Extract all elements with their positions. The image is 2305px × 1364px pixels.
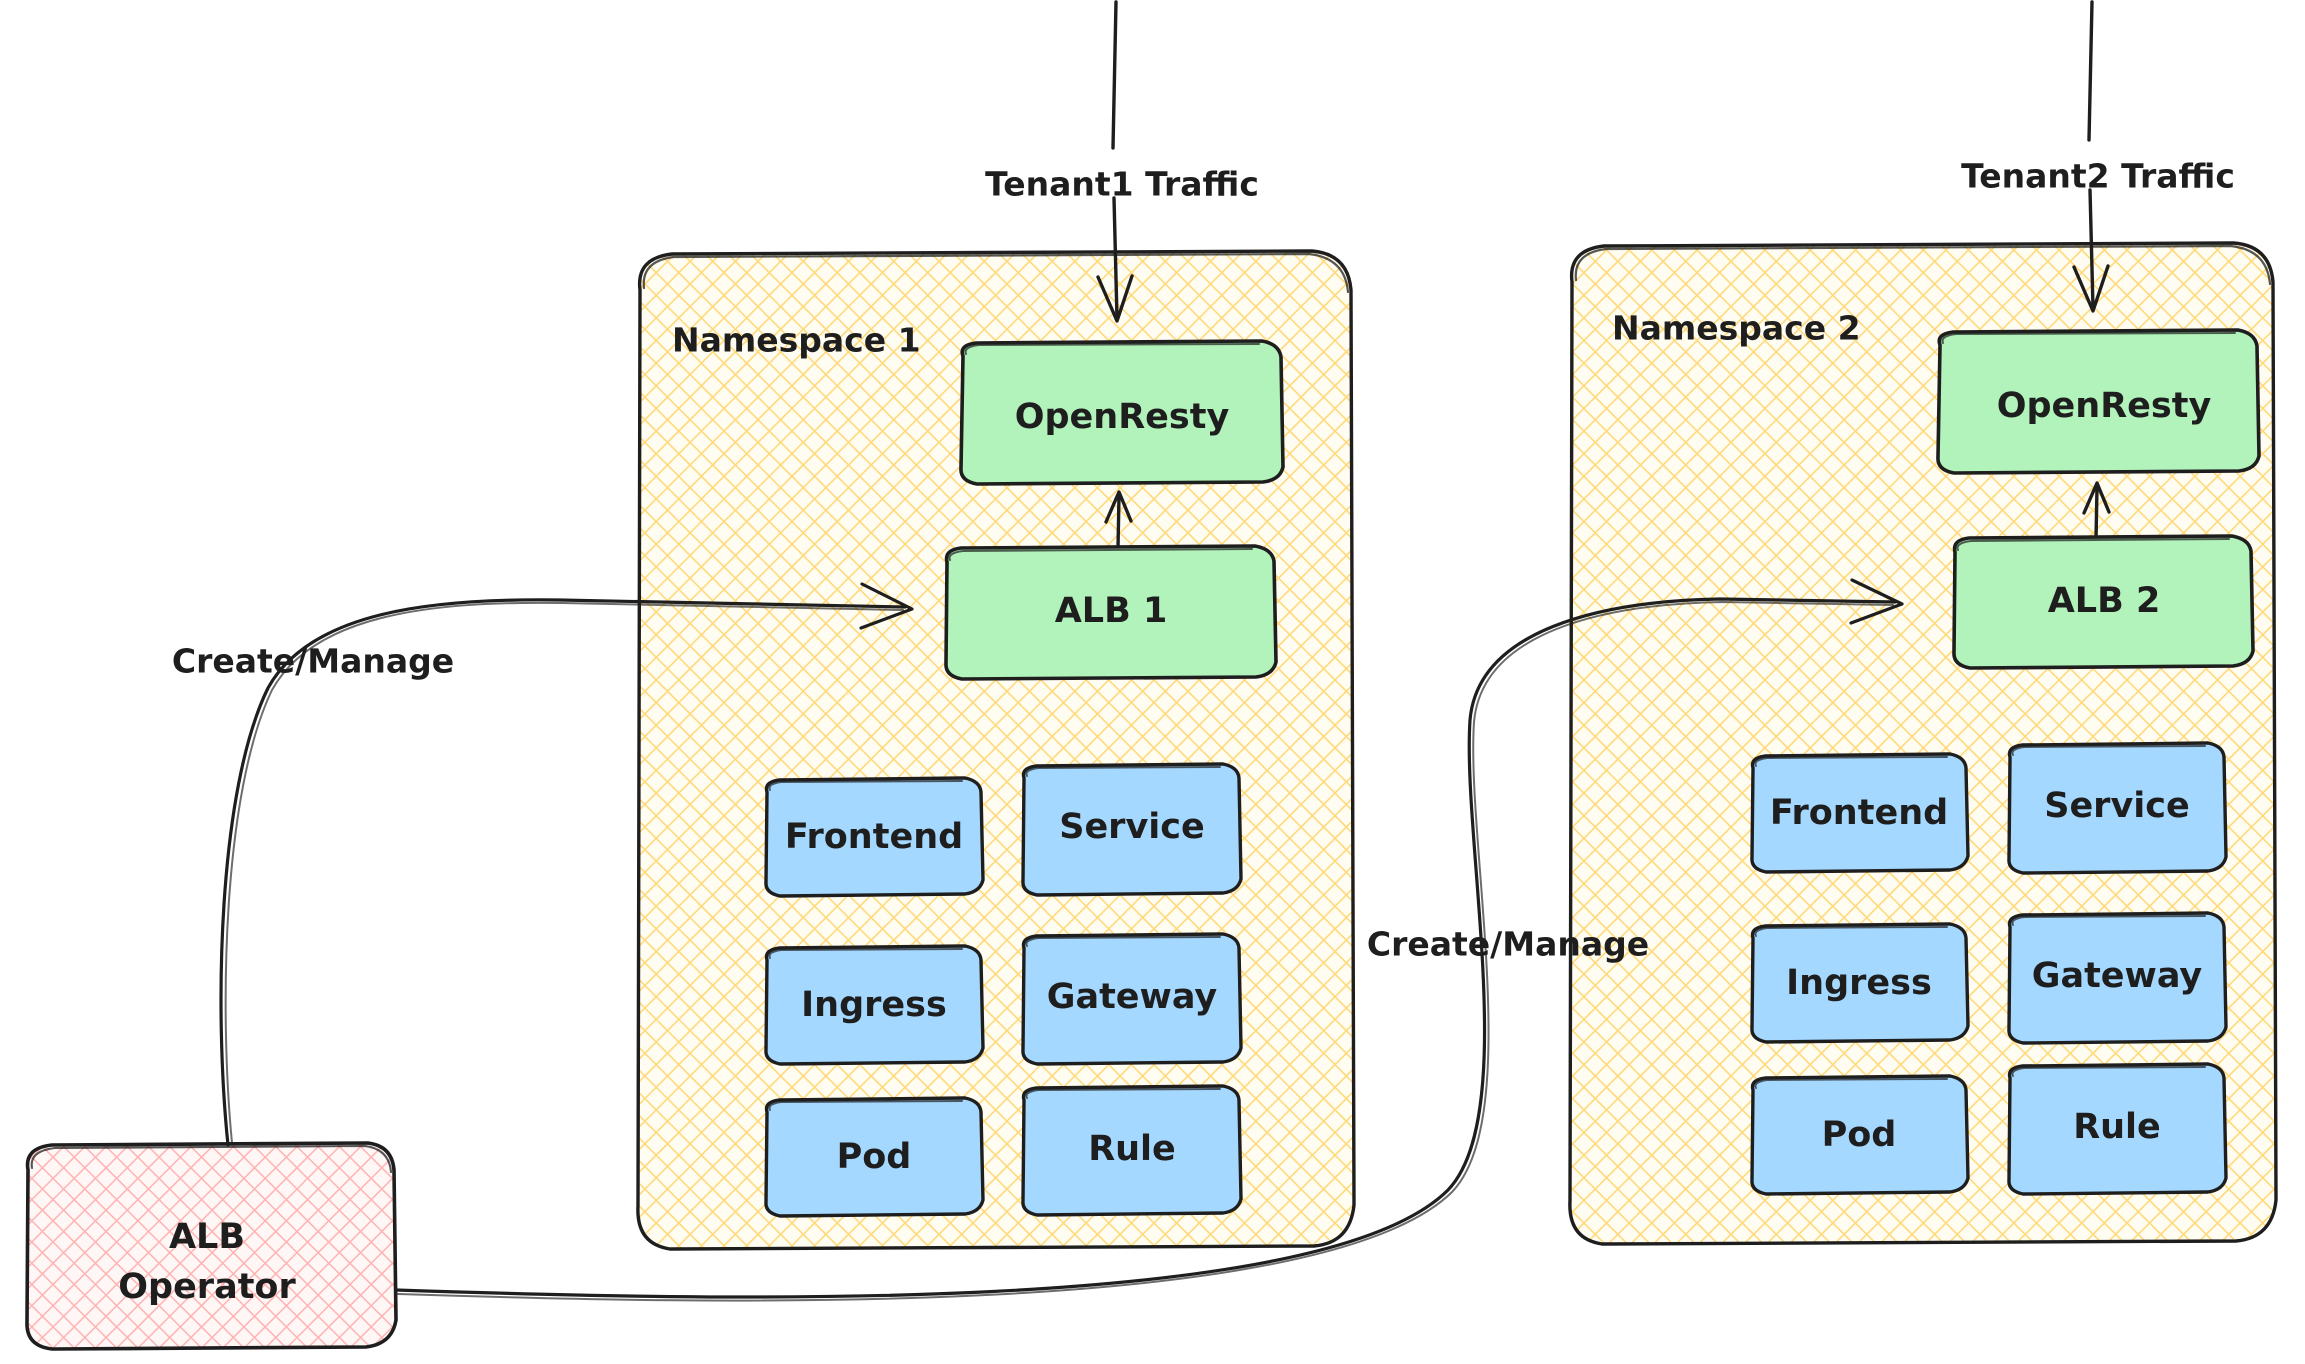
ns1-resource-frontend[interactable]: Frontend — [764, 776, 985, 898]
alb2-to-openresty-arrow — [2082, 481, 2111, 542]
ns1-service-label: Service — [1059, 807, 1205, 847]
openresty-label-ns1: OpenResty — [1015, 397, 1230, 437]
openresty-label-ns2: OpenResty — [1997, 386, 2212, 426]
tenant2-traffic-arrow — [2072, 0, 2110, 313]
ns2-resource-frontend[interactable]: Frontend — [1750, 752, 1970, 874]
alb-2-node[interactable]: ALB 2 — [1952, 534, 2255, 670]
ns2-resource-ingress[interactable]: Ingress — [1750, 922, 1970, 1044]
ns1-pod-label: Pod — [837, 1137, 912, 1177]
ns1-resource-service[interactable]: Service — [1021, 762, 1243, 897]
namespace-1-label: Namespace 1 — [672, 321, 921, 360]
create-manage-label-2: Create/Manage — [1367, 925, 1649, 964]
alb-operator-label-line1: ALB — [169, 1217, 245, 1257]
ns1-frontend-label: Frontend — [785, 817, 963, 857]
ns2-gateway-label: Gateway — [2032, 956, 2203, 996]
openresty-node-ns1[interactable]: OpenResty — [959, 339, 1285, 486]
create-manage-edge-alb2 — [394, 578, 1904, 1302]
ns2-service-label: Service — [2044, 786, 2190, 826]
ns2-pod-label: Pod — [1822, 1115, 1897, 1155]
alb-1-node[interactable]: ALB 1 — [944, 544, 1278, 681]
ns2-resource-service[interactable]: Service — [2007, 741, 2228, 875]
alb1-to-openresty-arrow — [1104, 490, 1133, 550]
alb-operator-node[interactable]: ALB Operator — [25, 1141, 398, 1351]
create-manage-edge-alb1 — [219, 582, 914, 1147]
ns2-resource-rule[interactable]: Rule — [2007, 1062, 2228, 1196]
ns1-resource-ingress[interactable]: Ingress — [764, 944, 985, 1066]
ns1-resource-rule[interactable]: Rule — [1021, 1084, 1243, 1217]
ns1-gateway-label: Gateway — [1047, 977, 1218, 1017]
alb-1-label: ALB 1 — [1055, 591, 1168, 631]
openresty-node-ns2[interactable]: OpenResty — [1936, 328, 2261, 475]
tenant2-traffic-label: Tenant2 Traffic — [1961, 157, 2235, 196]
ns2-resource-pod[interactable]: Pod — [1750, 1074, 1970, 1196]
ns1-rule-label: Rule — [1088, 1129, 1176, 1169]
alb-operator-label-line2: Operator — [118, 1267, 296, 1307]
ns1-ingress-label: Ingress — [801, 985, 947, 1025]
tenant1-traffic-label: Tenant1 Traffic — [985, 165, 1259, 204]
ns1-resource-pod[interactable]: Pod — [764, 1096, 985, 1218]
ns2-resource-gateway[interactable]: Gateway — [2007, 911, 2228, 1045]
create-manage-label-1: Create/Manage — [172, 642, 454, 681]
alb-2-label: ALB 2 — [2048, 581, 2161, 621]
tenant1-traffic-arrow — [1096, 0, 1134, 323]
ns1-resource-gateway[interactable]: Gateway — [1021, 932, 1243, 1066]
ns2-frontend-label: Frontend — [1770, 793, 1948, 833]
ns2-rule-label: Rule — [2073, 1107, 2161, 1147]
namespace-2-label: Namespace 2 — [1612, 309, 1861, 348]
ns2-ingress-label: Ingress — [1786, 963, 1932, 1003]
